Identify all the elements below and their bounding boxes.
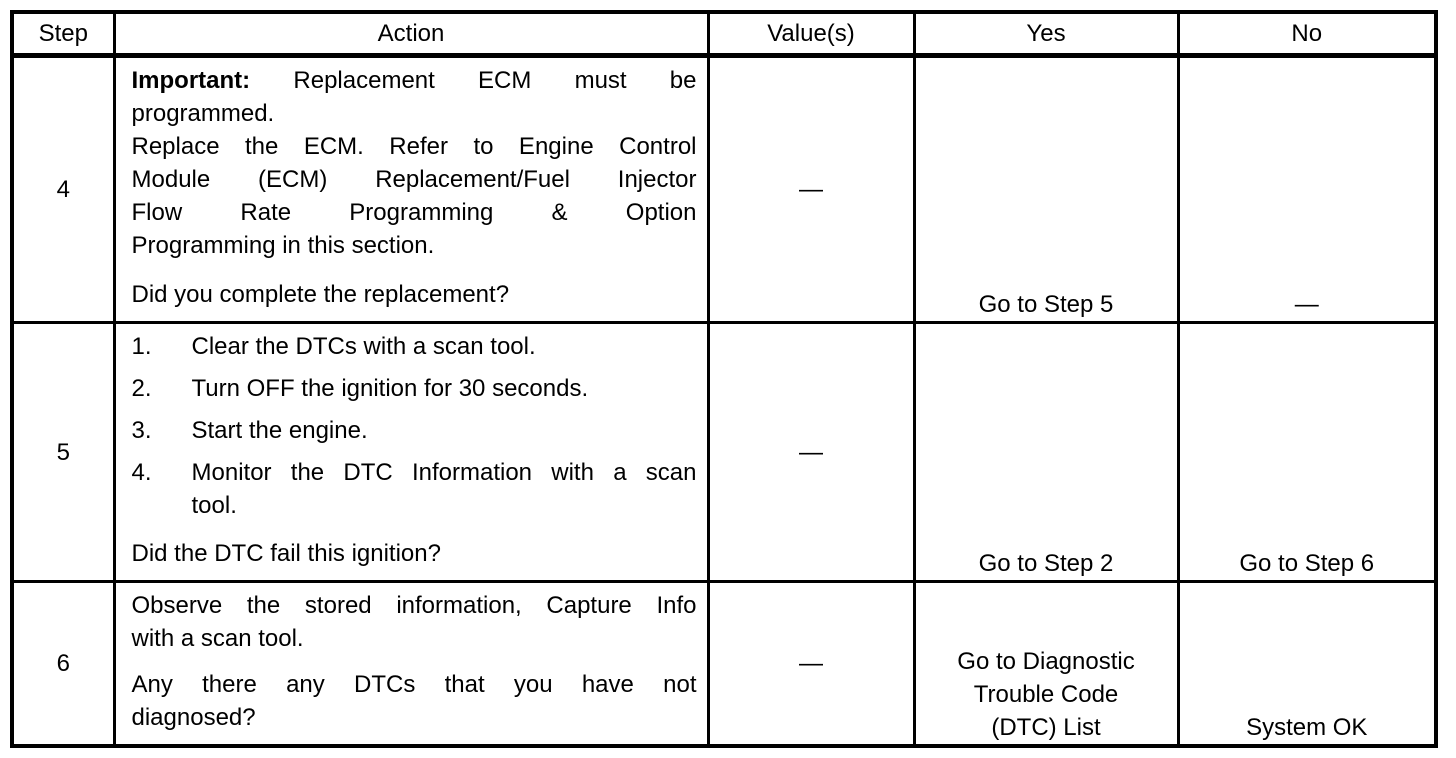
list-item-number: 4. [131, 459, 152, 486]
list-item-number: 2. [131, 375, 152, 402]
text-line: Go to Diagnostic [957, 648, 1135, 675]
text-line: Programming in this section. [131, 232, 435, 259]
text-line: Did you complete the replacement? [131, 281, 510, 308]
yes-cell: Go to Step 2 [912, 321, 1180, 583]
action-content: Important: Replacement ECM must be progr… [117, 59, 705, 320]
text-line: Flow Rate Programming & Option [131, 199, 697, 226]
text-line: Did the DTC fail this ignition? [131, 540, 441, 567]
column-header-no: No [1176, 10, 1438, 58]
text-line: Trouble Code [973, 681, 1119, 708]
text-line: Turn OFF the ignition for 30 seconds. [191, 375, 589, 402]
text-line: tool. [191, 492, 237, 519]
list-item: 3. Start the engine. [132, 414, 697, 447]
table-row: 4 Important: Replacement ECM must be pro… [10, 54, 1438, 324]
text-line: Start the engine. [191, 417, 368, 444]
value-cell: — [706, 54, 916, 324]
list-item-number: 1. [131, 333, 152, 360]
list-item-text: Clear the DTCs with a scan tool. [192, 330, 697, 363]
step-number: 5 [10, 321, 116, 583]
action-content: 1. Clear the DTCs with a scan tool. 2. T… [117, 326, 705, 579]
action-question: Any there any DTCs that you have not diag… [132, 668, 697, 734]
action-cell: Observe the stored information, Capture … [112, 580, 710, 748]
step-number: 4 [10, 54, 116, 324]
step-number: 6 [10, 580, 116, 748]
important-text: Replacement ECM must be [293, 67, 697, 94]
important-continuation: programmed. [131, 100, 275, 127]
text-line: Go to Step 5 [978, 291, 1114, 318]
header-row: Step Action Value(s) Yes No [10, 10, 1438, 58]
text-line: System OK [1246, 714, 1368, 741]
action-paragraph: Observe the stored information, Capture … [132, 589, 697, 655]
action-question: Did the DTC fail this ignition? [132, 537, 697, 570]
action-paragraphs: Important: Replacement ECM must be progr… [132, 64, 697, 262]
action-question: Did you complete the replacement? [132, 278, 697, 311]
table-row: 6 Observe the stored information, Captur… [10, 580, 1438, 748]
column-header-step: Step [10, 10, 116, 58]
list-item-text: Monitor the DTC Information with a scan t… [192, 456, 697, 522]
important-label: Important: [131, 67, 251, 94]
text-line: Module (ECM) Replacement/Fuel Injector [131, 166, 697, 193]
text-line: (DTC) List [991, 714, 1101, 741]
text-line: Go to Step 6 [1239, 550, 1375, 577]
value-cell: — [706, 580, 916, 748]
action-cell: Important: Replacement ECM must be progr… [112, 54, 710, 324]
no-cell: System OK [1176, 580, 1438, 748]
list-item: 1. Clear the DTCs with a scan tool. [132, 330, 697, 363]
list-item-number: 3. [131, 417, 152, 444]
text-line: Replace the ECM. Refer to Engine Control [131, 133, 697, 160]
text-line: Observe the stored information, Capture … [131, 592, 697, 619]
action-content: Observe the stored information, Capture … [117, 584, 705, 743]
list-item-text: Start the engine. [192, 414, 697, 447]
column-header-values: Value(s) [706, 10, 916, 58]
action-cell: 1. Clear the DTCs with a scan tool. 2. T… [112, 321, 710, 583]
yes-cell: Go to Step 5 [912, 54, 1180, 324]
text-line: — [1294, 291, 1319, 318]
action-paragraph: Replace the ECM. Refer to Engine Control… [132, 130, 697, 262]
list-item: 4. Monitor the DTC Information with a sc… [132, 456, 697, 522]
column-header-yes: Yes [912, 10, 1180, 58]
column-header-action: Action [112, 10, 710, 58]
list-item-text: Turn OFF the ignition for 30 seconds. [192, 372, 697, 405]
value-cell: — [706, 321, 916, 583]
text-line: diagnosed? [131, 704, 256, 731]
text-line: Monitor the DTC Information with a scan [191, 459, 697, 486]
no-cell: — [1176, 54, 1438, 324]
action-list: 1. Clear the DTCs with a scan tool. 2. T… [132, 330, 697, 531]
text-line: with a scan tool. [131, 625, 304, 652]
list-item: 2. Turn OFF the ignition for 30 seconds. [132, 372, 697, 405]
diagnostic-table: Step Action Value(s) Yes No 4 Important:… [10, 10, 1438, 748]
table-row: 5 1. Clear the DTCs with a scan tool. 2.… [10, 321, 1438, 583]
text-line: Any there any DTCs that you have not [131, 671, 697, 698]
important-line: Important: Replacement ECM must be [132, 64, 697, 97]
text-line: Go to Step 2 [978, 550, 1114, 577]
no-cell: Go to Step 6 [1176, 321, 1438, 583]
text-line: Clear the DTCs with a scan tool. [191, 333, 536, 360]
